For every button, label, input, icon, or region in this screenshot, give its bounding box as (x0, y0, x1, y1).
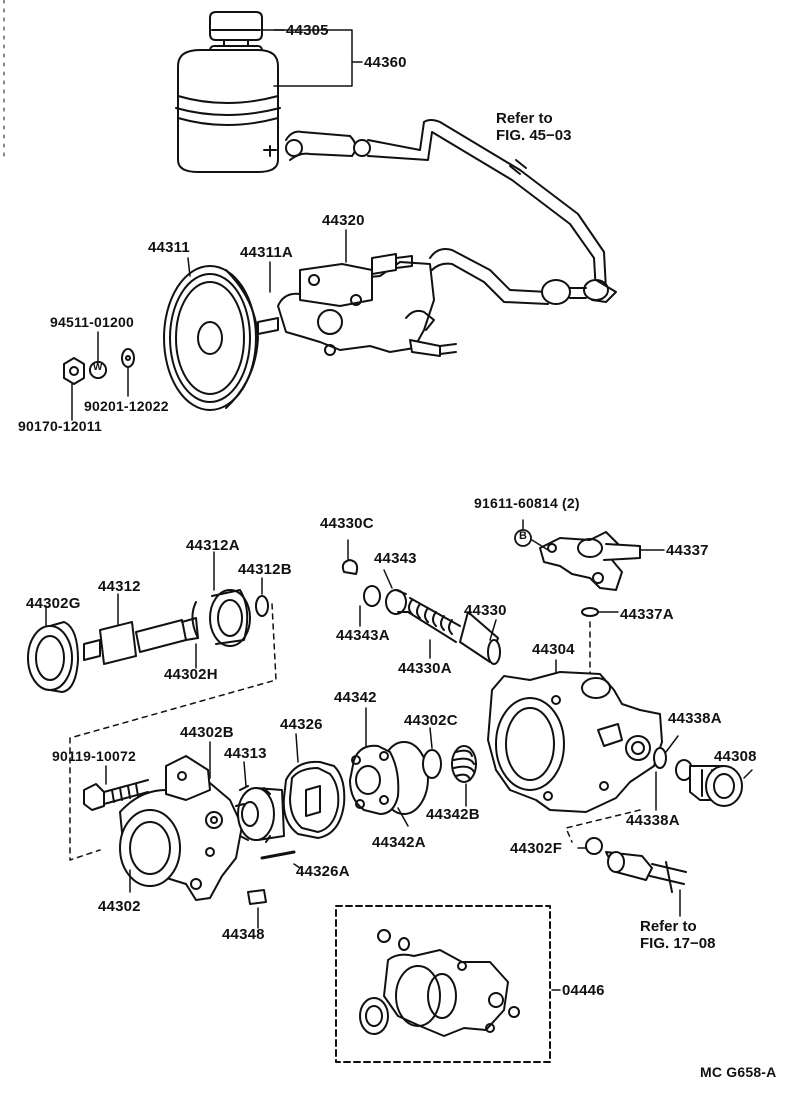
shaft-group (27, 589, 269, 693)
label-44330: 44330 (464, 602, 507, 619)
pump-assembly (257, 253, 457, 357)
label-44305: 44305 (286, 22, 329, 39)
fitting-44308 (653, 747, 743, 807)
refer-fig45-line2: FIG. 45−03 (496, 127, 572, 144)
label-44348: 44348 (222, 926, 265, 943)
cam-ring-44326 (282, 760, 346, 839)
label-44302: 44302 (98, 898, 141, 915)
return-hose (285, 119, 607, 293)
label-44302H: 44302H (164, 666, 218, 683)
bracket-44337 (539, 531, 641, 591)
rotor-44313 (235, 785, 285, 843)
label-44342B: 44342B (426, 806, 480, 823)
spring-44342B (451, 745, 477, 783)
label-44312: 44312 (98, 578, 141, 595)
label-44337A: 44337A (620, 606, 674, 623)
label-90119-10072: 90119-10072 (52, 748, 136, 764)
label-44337: 44337 (666, 542, 709, 559)
flow-valve-parts (341, 559, 501, 665)
label-44313: 44313 (224, 745, 267, 762)
label-44342: 44342 (334, 689, 377, 706)
label-44326A: 44326A (296, 863, 350, 880)
refer-fig45-line1: Refer to (496, 110, 553, 127)
label-44302B: 44302B (180, 724, 234, 741)
label-44343A: 44343A (336, 627, 390, 644)
label-90170-12011: 90170-12011 (18, 418, 102, 434)
label-04446: 04446 (562, 982, 605, 999)
pump-housing (487, 671, 663, 813)
label-44311A: 44311A (240, 244, 293, 261)
label-44304: 44304 (532, 641, 575, 658)
label-44360: 44360 (364, 54, 407, 71)
washer-marker-letter: W (93, 362, 103, 373)
bolt-marker (514, 529, 532, 547)
washer-marker (89, 361, 107, 379)
label-44302G: 44302G (26, 595, 81, 612)
label-44302C: 44302C (404, 712, 458, 729)
label-44342A: 44342A (372, 834, 426, 851)
label-94511-01200: 94511-01200 (50, 314, 134, 330)
label-44343: 44343 (374, 550, 417, 567)
label-44330A: 44330A (398, 660, 452, 677)
pressure-hose (429, 248, 617, 305)
label-44338A-top: 44338A (668, 710, 722, 727)
label-44326: 44326 (280, 716, 323, 733)
bolt-marker-letter: B (519, 530, 527, 542)
label-44312B: 44312B (238, 561, 292, 578)
gasket-kit (359, 929, 520, 1037)
label-90201-12022: 90201-12022 (84, 398, 169, 414)
label-91611-60814: 91611-60814 (2) (474, 495, 580, 511)
label-44312A: 44312A (186, 537, 240, 554)
reservoir-tank (175, 11, 281, 173)
refer-fig17-line1: Refer to (640, 918, 697, 935)
refer-fig17-line2: FIG. 17−08 (640, 935, 716, 952)
figure-code: MC G658-A (700, 1064, 777, 1080)
cover-44302 (119, 755, 243, 901)
label-44308: 44308 (714, 748, 757, 765)
label-44338A-bottom: 44338A (626, 812, 680, 829)
bolt-90119 (83, 779, 149, 811)
label-44302F: 44302F (510, 840, 563, 857)
label-44311: 44311 (148, 239, 190, 256)
pressure-plate-44342 (349, 741, 429, 815)
label-44320: 44320 (322, 212, 365, 229)
pressure-switch (585, 837, 687, 893)
label-44330C: 44330C (320, 515, 374, 532)
pulley (163, 265, 259, 411)
gasket-kit-box (335, 905, 551, 1063)
